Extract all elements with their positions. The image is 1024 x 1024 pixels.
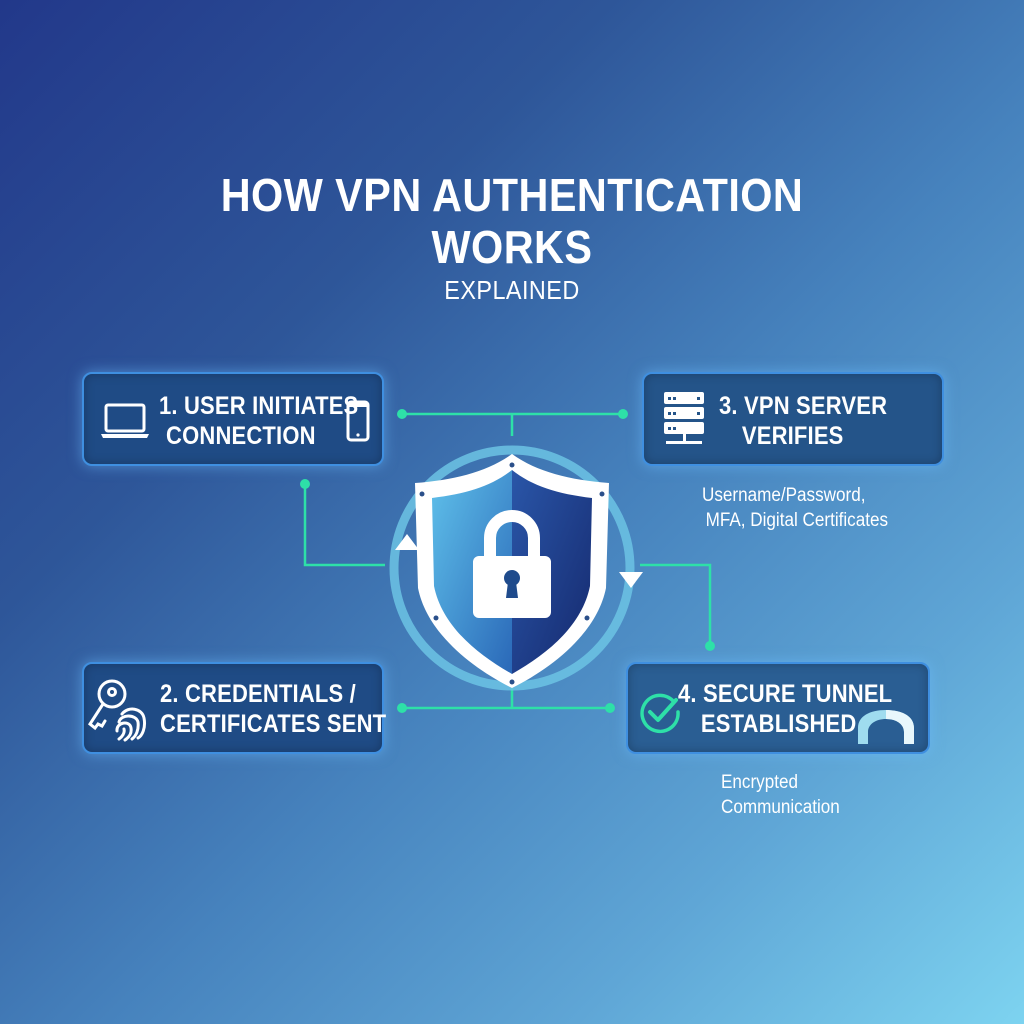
step-3-note: Username/Password, MFA, Digital Certific… — [702, 483, 888, 533]
step-2-title-line2: CERTIFICATES SENT — [160, 710, 387, 738]
shield-lock-icon — [389, 445, 643, 691]
step-3-note-line1: Username/Password, — [702, 485, 866, 506]
step-4-title-line2: ESTABLISHED — [700, 710, 857, 738]
title-line-2: WORKS — [431, 221, 593, 273]
tunnel-icon — [858, 710, 914, 744]
step-2-title-line1: 2. CREDENTIALS / — [160, 680, 356, 708]
step-4-note: Encrypted Communication — [721, 770, 840, 820]
server-icon — [664, 392, 704, 444]
step-4-note-line1: Encrypted — [721, 772, 798, 793]
subtitle: EXPLAINED — [444, 275, 580, 305]
step-4-note-line2: Communication — [721, 797, 840, 818]
step-2-card: 2. CREDENTIALS / CERTIFICATES SENT — [82, 662, 387, 754]
key-fingerprint-icon — [88, 679, 146, 742]
step-3-title-line1: 3. VPN SERVER — [719, 392, 888, 420]
step-3-card: 3. VPN SERVER VERIFIES — [642, 372, 944, 466]
step-1-card: 1. USER INITIATES CONNECTION — [82, 372, 384, 466]
check-circle-icon — [640, 693, 680, 734]
step-4-title-line1: 4. SECURE TUNNEL — [678, 680, 893, 708]
step-1-title-line1: 1. USER INITIATES — [159, 392, 359, 420]
smartphone-icon — [346, 400, 370, 442]
title-line-1: HOW VPN AUTHENTICATION — [220, 169, 804, 221]
step-3-note-line2: MFA, Digital Certificates — [705, 510, 889, 531]
step-1-title-line2: CONNECTION — [166, 422, 316, 450]
step-4-card: 4. SECURE TUNNEL ESTABLISHED — [626, 662, 930, 754]
laptop-icon — [101, 403, 149, 438]
step-3-title-line2: VERIFIES — [741, 422, 844, 450]
